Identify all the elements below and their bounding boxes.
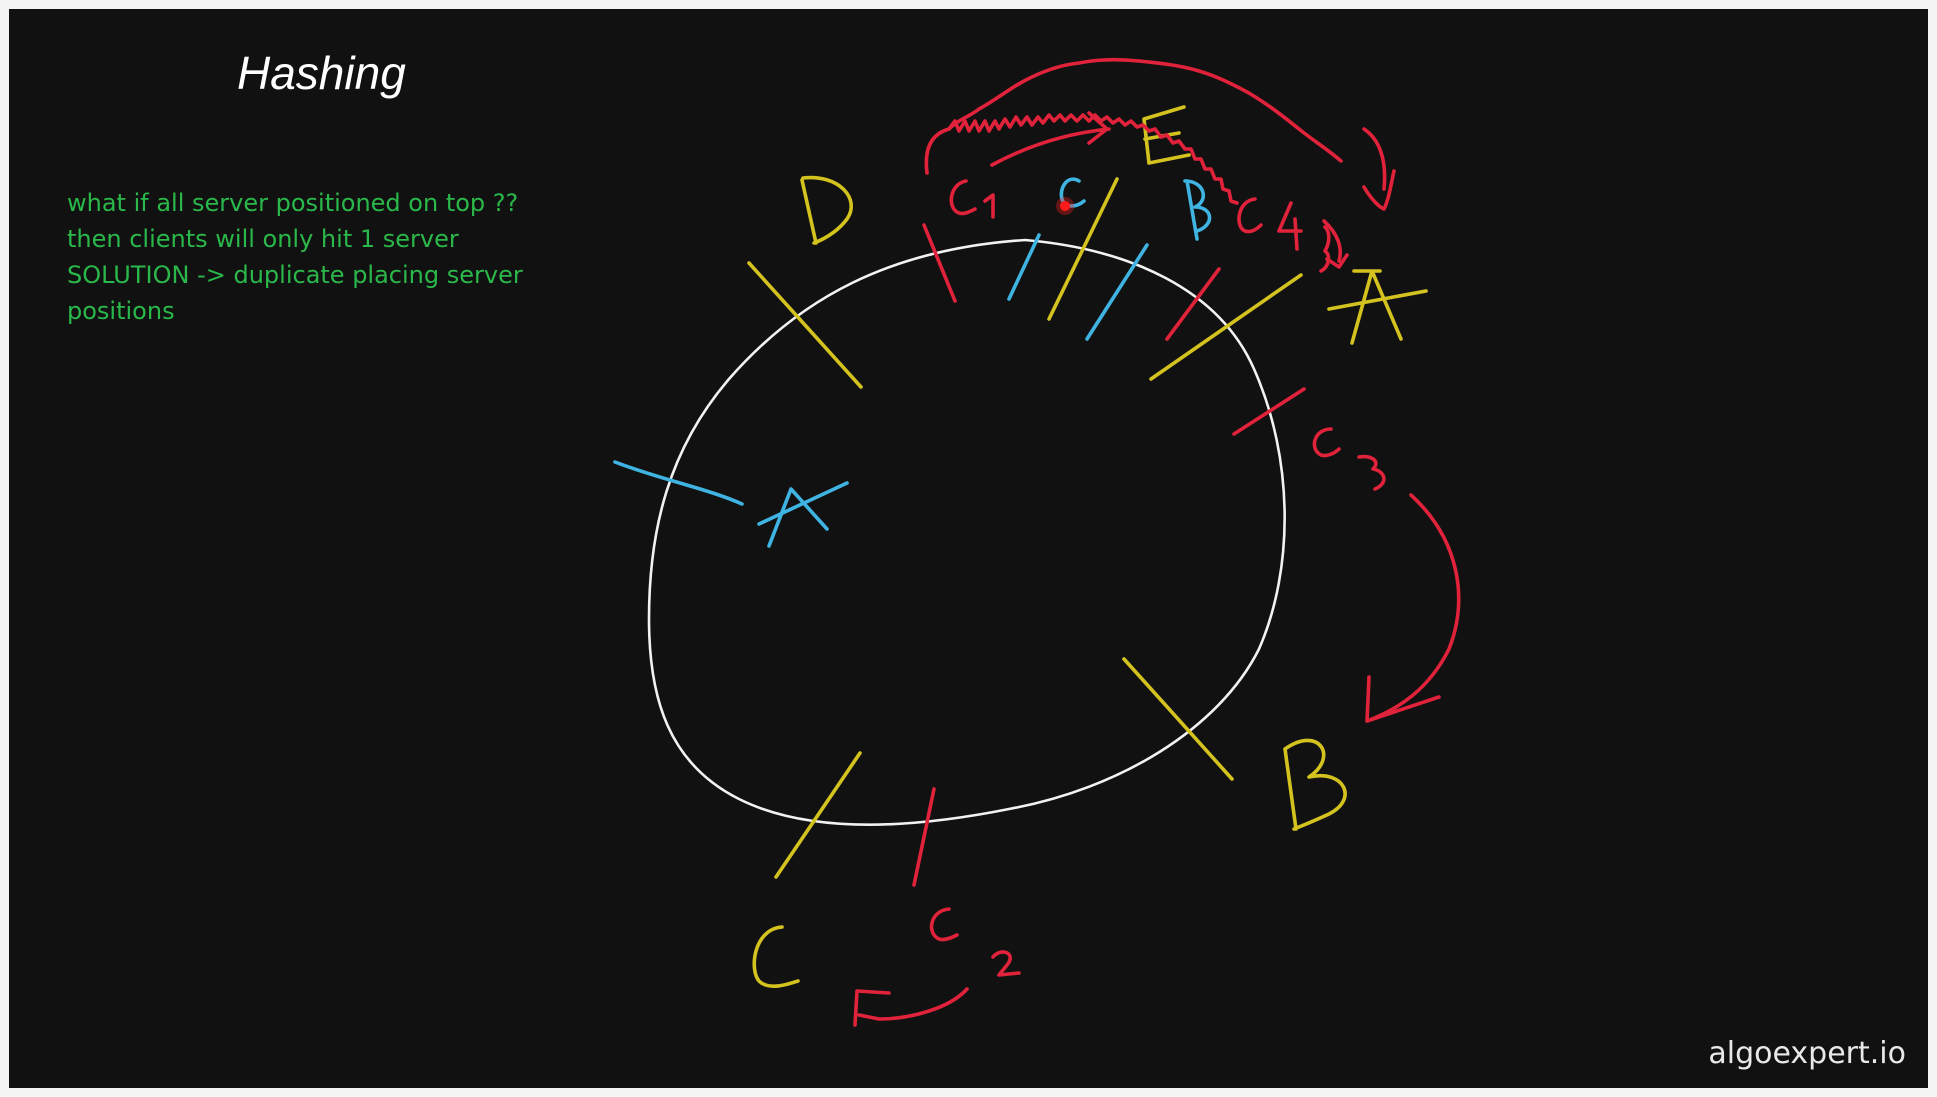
arrow-wavy-over-top — [924, 57, 1396, 211]
label-c-server-top — [1059, 177, 1086, 208]
server-marker-e — [1047, 177, 1119, 321]
whiteboard-drawing — [613, 57, 1461, 1027]
note-line: positions — [67, 297, 175, 325]
note-line: SOLUTION -> duplicate placing server — [67, 261, 523, 289]
arrow-c2-to-c — [853, 987, 969, 1027]
label-b-server — [1283, 738, 1347, 831]
arrow-wavy-texture — [947, 113, 1239, 205]
server-marker-b — [1122, 657, 1234, 781]
note-line: then clients will only hit 1 server — [67, 225, 459, 253]
client-marker-c3 — [1232, 387, 1306, 436]
client-marker-c1 — [922, 223, 957, 303]
note-line: what if all server positioned on top ?? — [67, 189, 519, 217]
arrow-c1-to-c — [990, 111, 1111, 167]
label-c1-client — [949, 179, 995, 219]
arrow-c3-to-b — [1365, 493, 1461, 723]
client-marker-c2 — [912, 787, 936, 887]
server-marker-a-left — [613, 460, 744, 506]
slide-canvas: Hashing what if all server positioned on… — [9, 9, 1928, 1088]
brand-watermark: algoexpert.io — [1708, 1036, 1906, 1071]
client-marker-c4 — [1165, 267, 1221, 341]
server-marker-d — [747, 261, 863, 389]
server-marker-c — [774, 751, 862, 879]
label-c2-client — [929, 907, 1021, 977]
laser-pointer-dot — [1060, 201, 1070, 211]
label-c4-client — [1237, 197, 1331, 273]
hash-ring — [647, 238, 1286, 826]
server-marker-a-top — [1149, 273, 1303, 381]
label-c-server — [752, 925, 800, 988]
label-b-server-top — [1183, 179, 1212, 241]
label-c3-client — [1312, 427, 1386, 491]
server-marker-b-top — [1085, 243, 1149, 341]
label-d-server — [800, 175, 854, 245]
notes-block: what if all server positioned on top ?? … — [67, 185, 523, 329]
label-a-server-top — [1327, 269, 1428, 345]
label-a-server-left — [757, 481, 849, 548]
slide-title: Hashing — [237, 47, 406, 99]
arrow-c4-to-a — [1322, 219, 1349, 269]
server-marker-c-top — [1007, 233, 1041, 301]
